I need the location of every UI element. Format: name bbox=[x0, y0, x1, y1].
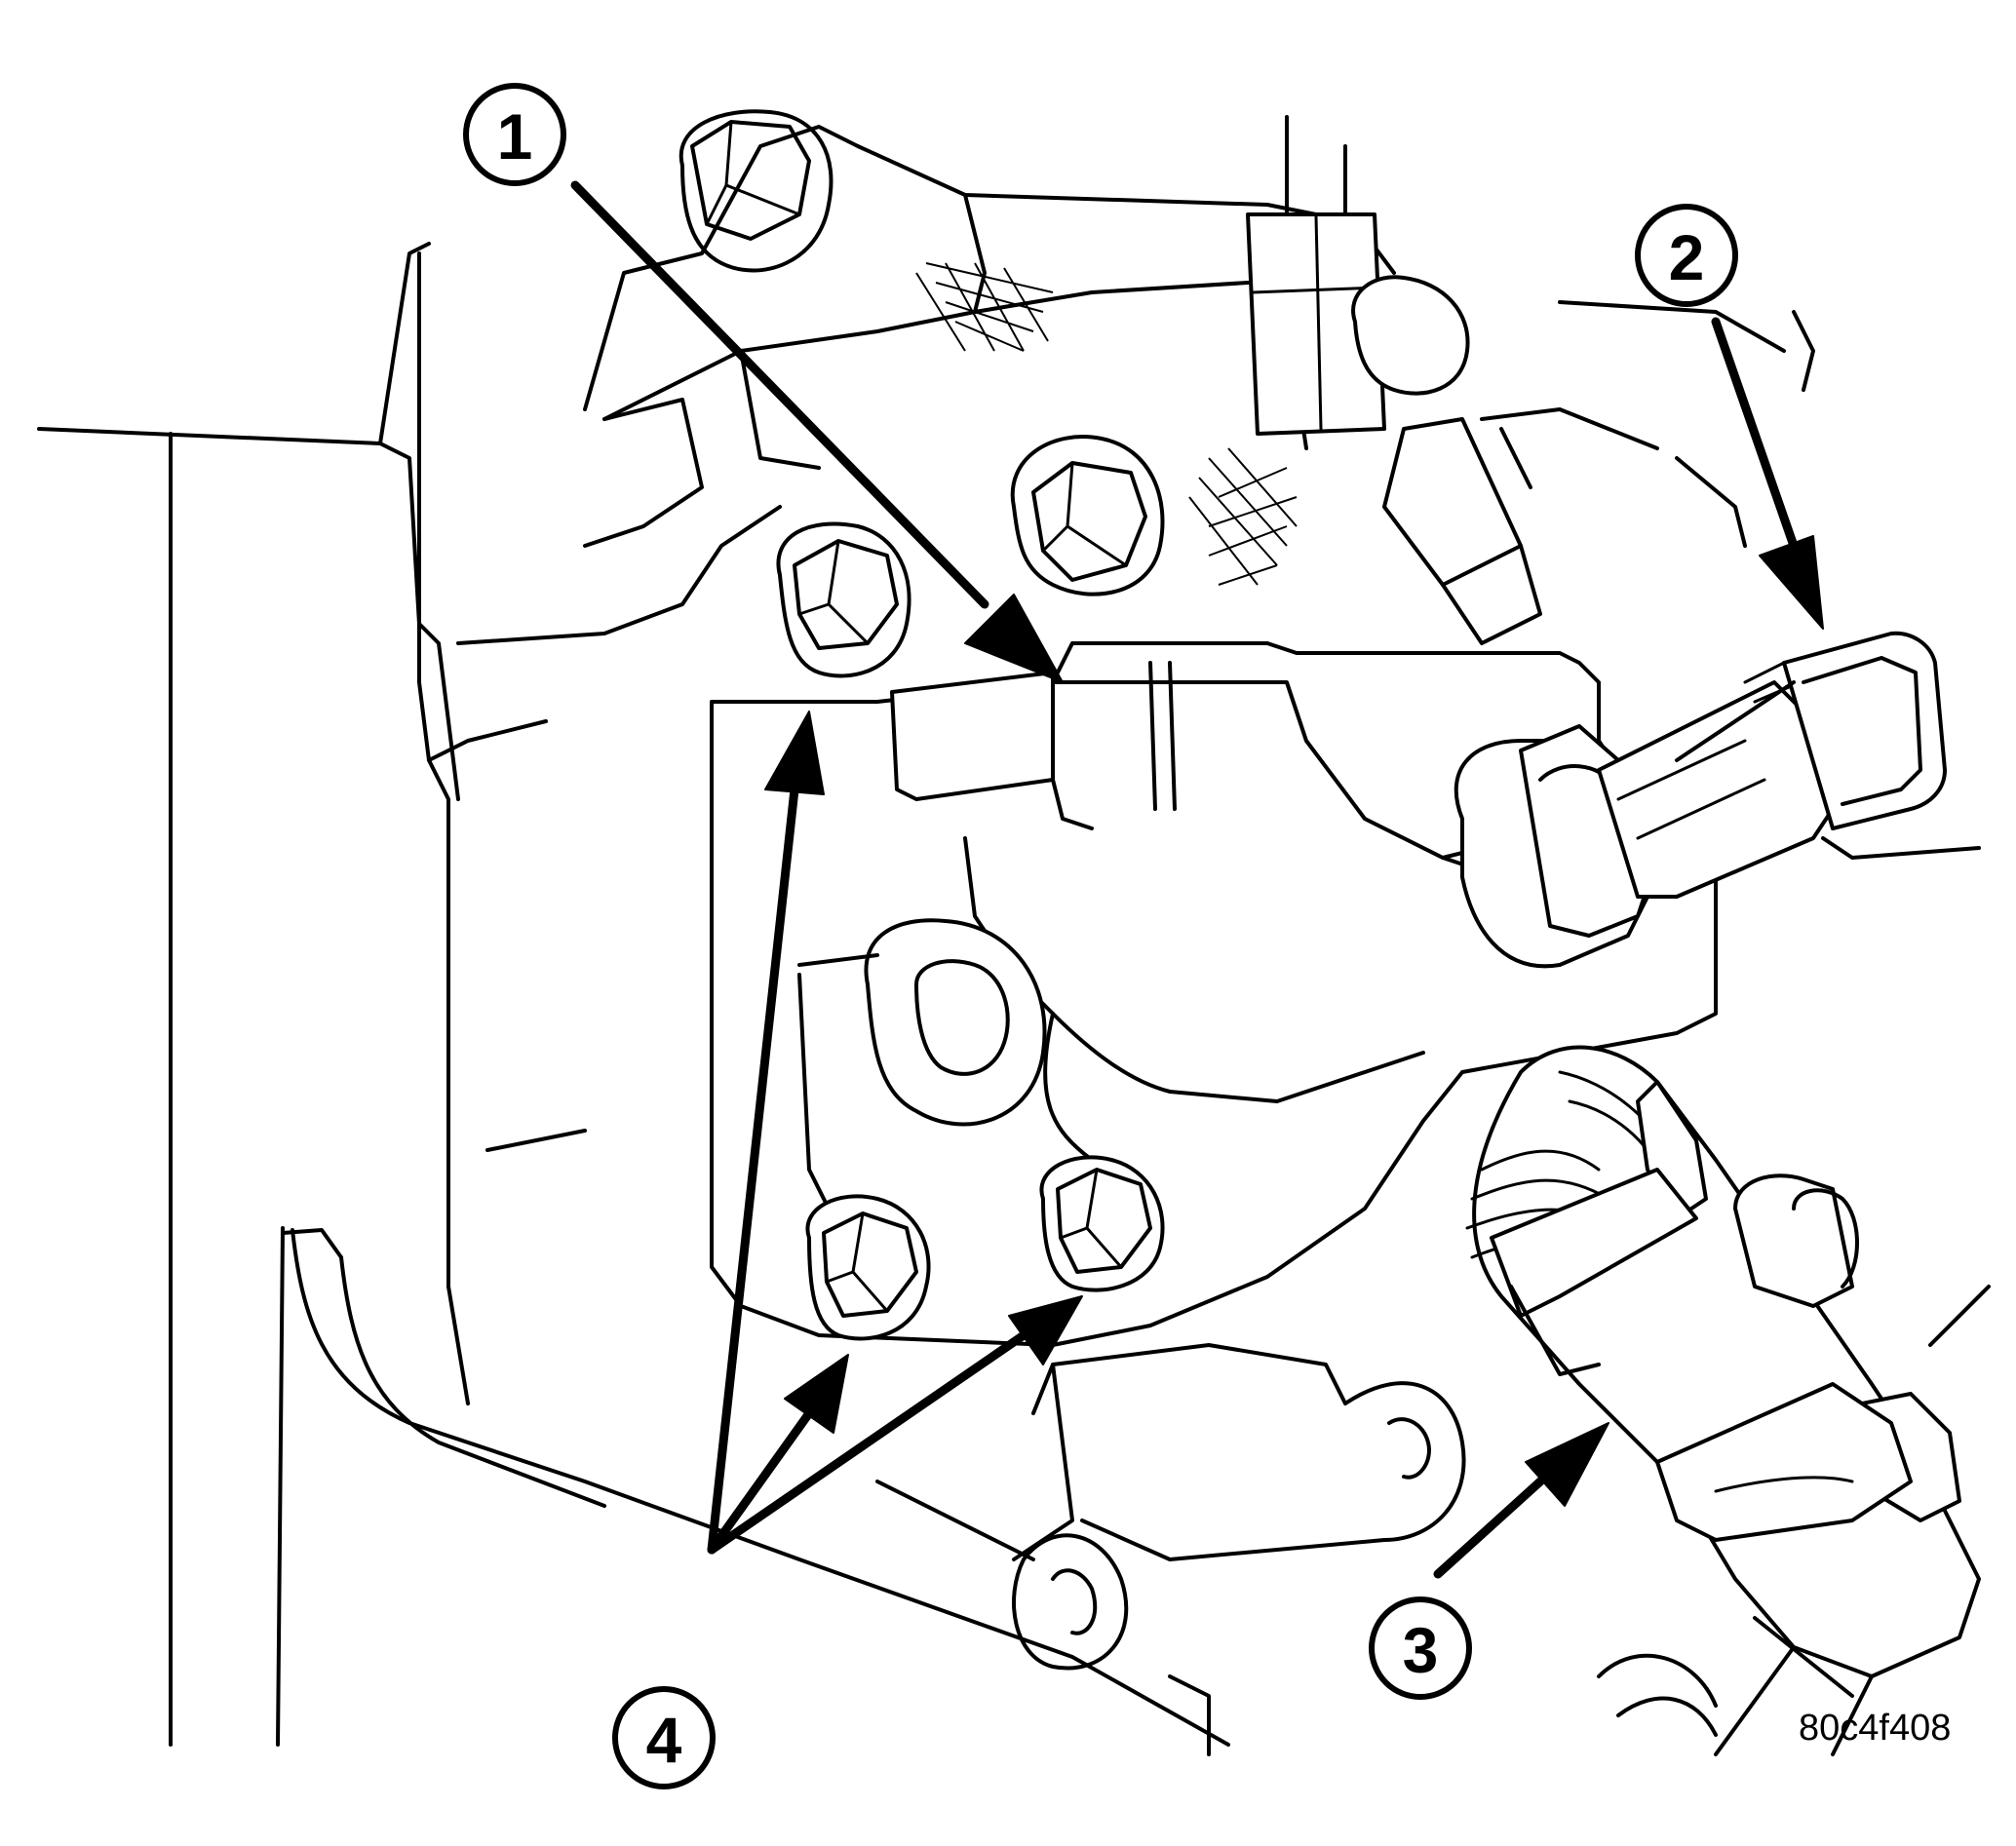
mounting-bolt-upper bbox=[776, 521, 911, 678]
upper-bolt-top bbox=[678, 109, 834, 273]
mounting-bolt-lower-left bbox=[805, 1194, 931, 1341]
callout-3-label: 3 bbox=[1403, 1614, 1439, 1686]
lower-bracket bbox=[875, 1343, 1718, 1756]
callout-2: 2 bbox=[1635, 204, 1738, 307]
sensor-connector bbox=[1454, 631, 1981, 969]
main-component-body bbox=[710, 641, 1718, 1347]
callout-2-label: 2 bbox=[1669, 221, 1705, 293]
callout-arrow-1 bbox=[570, 180, 1064, 683]
callout-4: 4 bbox=[612, 1686, 716, 1789]
upper-right-bolt bbox=[1010, 435, 1165, 596]
right-fitting bbox=[1733, 1173, 1859, 1308]
sensor-block bbox=[1246, 212, 1659, 645]
callout-arrow-3 bbox=[1433, 1422, 1609, 1579]
callout-4-label: 4 bbox=[646, 1704, 682, 1776]
callout-arrows-4 bbox=[707, 711, 1083, 1555]
callout-3: 3 bbox=[1369, 1596, 1472, 1700]
upper-bracket bbox=[583, 115, 1815, 548]
crosshatch-shading bbox=[915, 262, 1298, 586]
engine-housing-left bbox=[37, 242, 1230, 1747]
mounting-bolt-lower-right bbox=[1039, 1155, 1165, 1292]
callout-arrow-2 bbox=[1711, 317, 1824, 630]
hose-assembly bbox=[1465, 1045, 1991, 1756]
callout-1-label: 1 bbox=[497, 100, 533, 173]
callout-1: 1 bbox=[463, 83, 566, 186]
figure-code: 80c4f408 bbox=[1799, 1708, 1951, 1749]
